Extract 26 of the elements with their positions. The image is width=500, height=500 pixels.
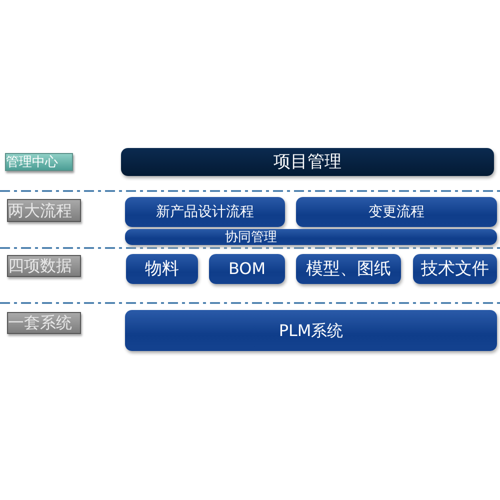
node-label: 新产品设计流程: [156, 205, 254, 219]
module-box: [125, 310, 497, 351]
module-box: [125, 229, 497, 245]
node-label: PLM系统: [278, 322, 344, 338]
module-box: [296, 254, 401, 284]
node-label: 物料: [145, 260, 179, 278]
section-tag: [7, 255, 81, 277]
node-label: 技术文件: [421, 260, 489, 278]
module-box: [126, 254, 198, 284]
node-label: 一套系统: [8, 315, 72, 331]
header-bar: [121, 148, 494, 176]
node-label: BOM: [228, 261, 266, 277]
node-label: 两大流程: [8, 202, 72, 218]
module-box: [413, 254, 497, 284]
node-label: 协同管理: [225, 230, 277, 244]
section-tag: [5, 153, 73, 171]
node-label: 模型、图纸: [306, 260, 391, 278]
section-tag: [7, 199, 81, 222]
section-tag: [7, 312, 81, 334]
node-label: 变更流程: [368, 205, 424, 219]
module-box: [125, 197, 285, 227]
module-box: [209, 254, 285, 284]
node-label: 管理中心: [6, 156, 58, 168]
module-box: [296, 197, 497, 227]
node-label: 四项数据: [8, 258, 72, 274]
node-label: 项目管理: [274, 154, 342, 170]
